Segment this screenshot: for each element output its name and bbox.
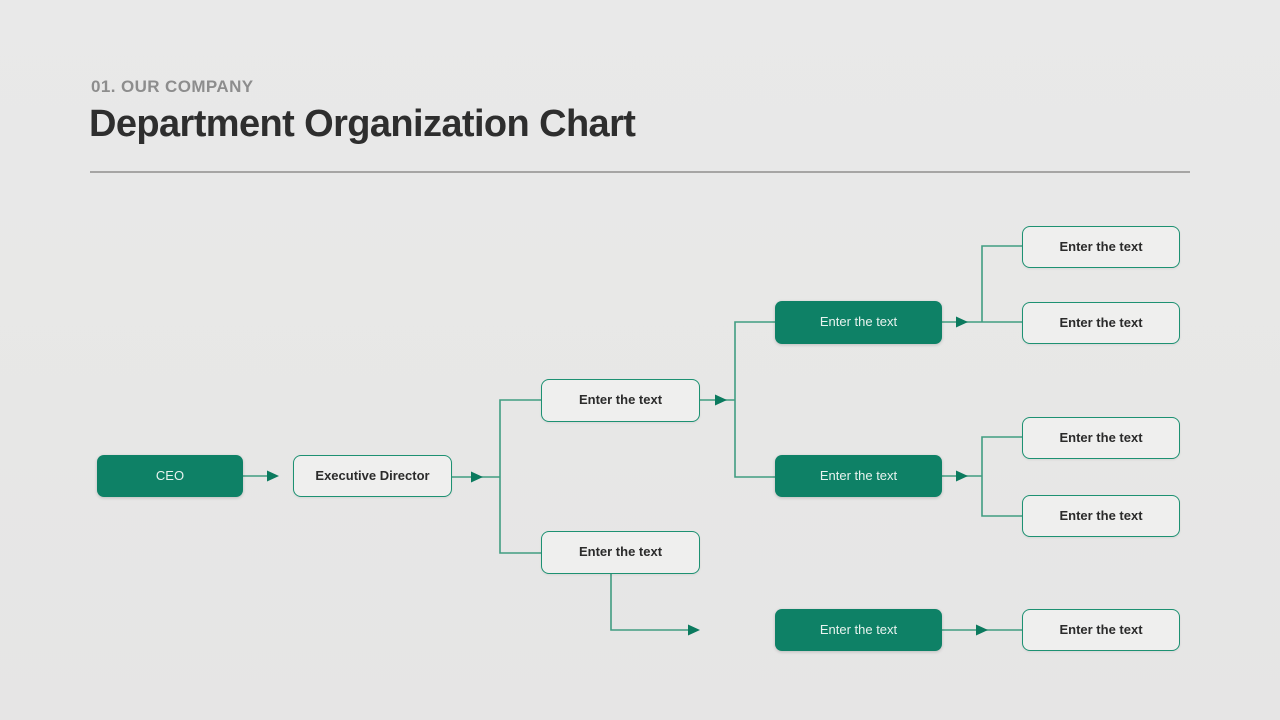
org-node-team-a1[interactable]: Enter the text bbox=[775, 301, 942, 344]
org-node-member-a2-1[interactable]: Enter the text bbox=[1022, 417, 1180, 459]
org-node-member-b1-1[interactable]: Enter the text bbox=[1022, 609, 1180, 651]
org-node-member-a2-2[interactable]: Enter the text bbox=[1022, 495, 1180, 537]
org-node-member-a1-1[interactable]: Enter the text bbox=[1022, 226, 1180, 268]
title-divider bbox=[90, 171, 1190, 173]
org-node-team-a2[interactable]: Enter the text bbox=[775, 455, 942, 497]
arrowhead-icons bbox=[267, 316, 988, 636]
section-eyebrow: 01. OUR COMPANY bbox=[91, 77, 254, 96]
org-node-dept-a[interactable]: Enter the text bbox=[541, 379, 700, 422]
org-node-executive-director[interactable]: Executive Director bbox=[293, 455, 452, 497]
org-node-dept-b[interactable]: Enter the text bbox=[541, 531, 700, 574]
page-title: Department Organization Chart bbox=[89, 103, 636, 145]
org-node-ceo[interactable]: CEO bbox=[97, 455, 243, 497]
org-node-member-a1-2[interactable]: Enter the text bbox=[1022, 302, 1180, 344]
org-node-team-b1[interactable]: Enter the text bbox=[775, 609, 942, 651]
